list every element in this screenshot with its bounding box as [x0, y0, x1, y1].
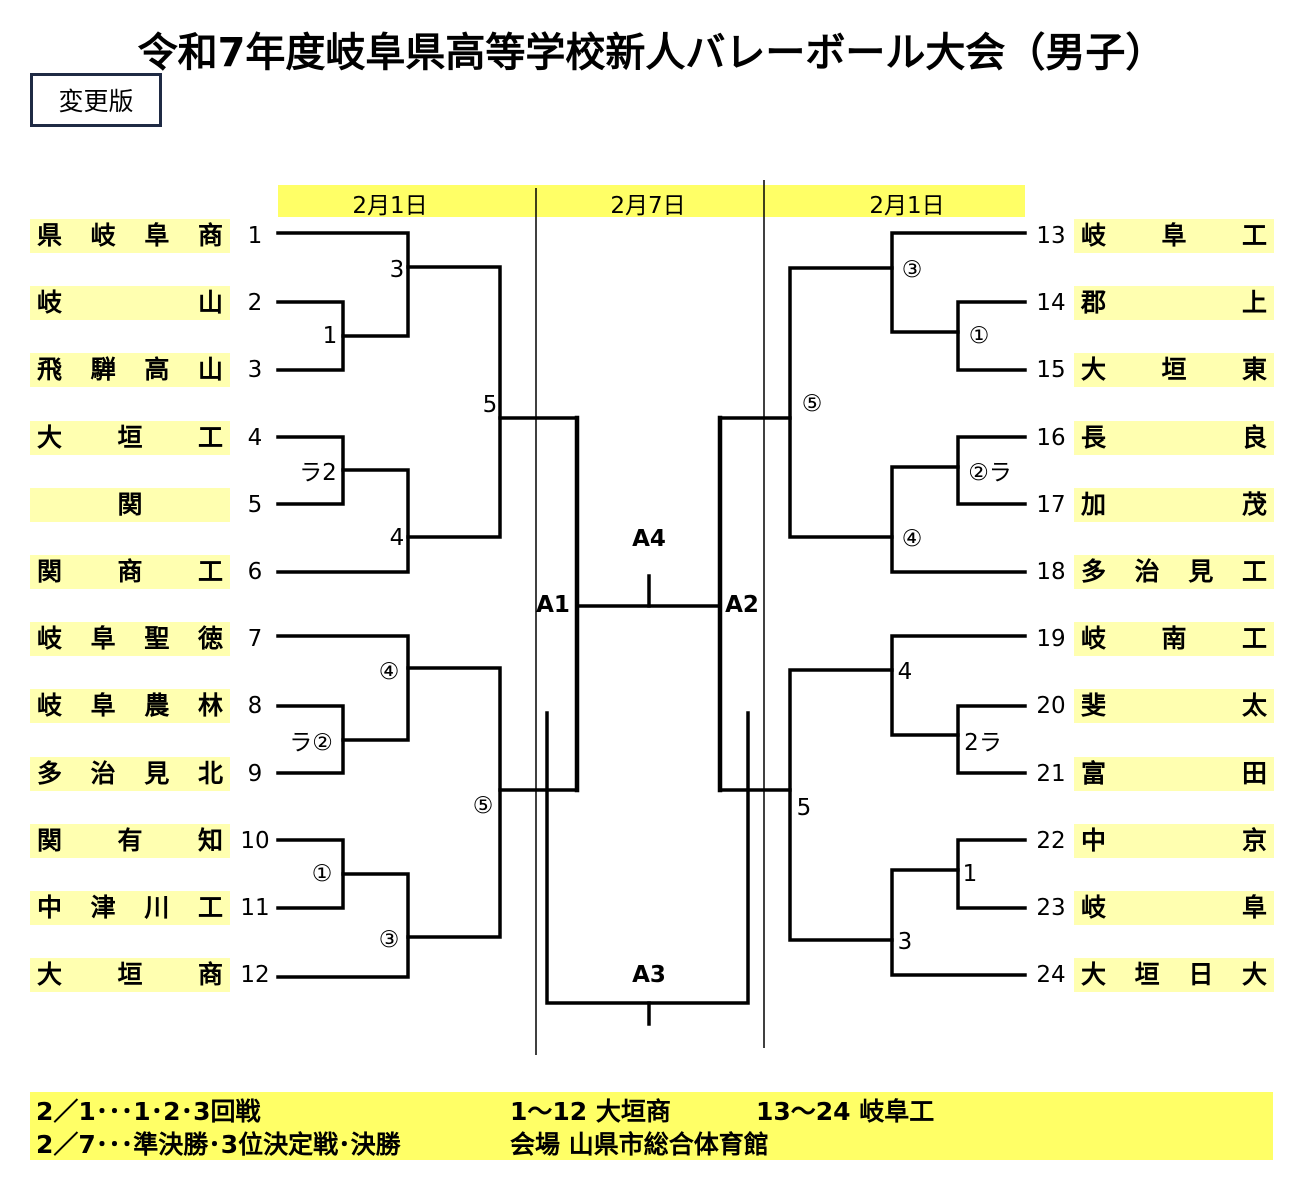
team-seed-number: 24: [1036, 962, 1066, 989]
team-seed-number: 13: [1036, 223, 1066, 249]
match-label: ⑤: [472, 793, 494, 819]
team-name: 長良: [1074, 420, 1274, 455]
team-name: 中京: [1074, 823, 1274, 858]
team-seed-number: 15: [1036, 357, 1066, 384]
team-seed-number: 22: [1036, 827, 1066, 854]
team-name: 大垣東: [1074, 353, 1274, 388]
team-seed-number: 21: [1036, 760, 1066, 787]
page-title: 令和7年度岐阜県高等学校新人バレーボール大会（男子）: [137, 30, 1166, 76]
date-left: 2月1日: [352, 193, 428, 219]
team-name: 中津川工: [30, 891, 230, 925]
match-label: ④: [901, 526, 923, 552]
date-center: 2月7日: [610, 193, 686, 219]
match-label: 5: [482, 392, 498, 418]
team-seed-number: 20: [1036, 693, 1066, 720]
match-label-a4: A4: [632, 526, 666, 552]
team-seed-number: 18: [1036, 559, 1066, 585]
match-label: ①: [968, 323, 990, 349]
date-right: 2月1日: [869, 193, 945, 219]
team-seed-number: 8: [247, 693, 263, 720]
footer-schedule-day1: 2／1･･･1･2･3回戦: [36, 1097, 261, 1126]
match-label: ②ラ: [968, 460, 1012, 486]
team-name: 関商工: [30, 555, 230, 589]
footer-venue-left: 1～12 大垣商: [510, 1097, 671, 1126]
match-label: ④: [378, 659, 400, 685]
team-name: 岐阜工: [1074, 219, 1274, 253]
match-label: 4: [389, 525, 405, 551]
date-header-bar: [278, 185, 1025, 217]
footer-notes: 2／1･･･1･2･3回戦 1～12 大垣商 13～24 岐阜工 2／7･･･準…: [30, 1092, 1273, 1160]
footer-venue-right: 13～24 岐阜工: [756, 1097, 935, 1126]
team-name: 富田: [1074, 756, 1274, 791]
match-label: 3: [389, 257, 405, 283]
footer-schedule-day2: 2／7･･･準決勝･3位決定戦･決勝: [36, 1130, 401, 1159]
team-seed-number: 1: [247, 223, 263, 249]
team-seed-number: 23: [1036, 895, 1066, 921]
team-seed-number: 5: [247, 491, 263, 518]
team-seed-number: 14: [1036, 290, 1066, 317]
team-name: 多治見工: [1074, 555, 1274, 589]
match-label: ①: [311, 861, 333, 887]
match-label: ラ2: [299, 460, 337, 486]
match-label: ⑤: [801, 391, 823, 417]
team-name: 岐山: [30, 286, 230, 321]
team-name: 多治見北: [30, 756, 230, 791]
footer-final-venue: 会場 山県市総合体育館: [510, 1130, 769, 1159]
team-seed-number: 19: [1036, 626, 1066, 653]
team-name: 大垣商: [30, 958, 230, 993]
team-seed-number: 9: [247, 760, 263, 787]
match-label: 5: [796, 795, 812, 821]
team-seed-number: 3: [247, 357, 263, 384]
team-name: 岐阜聖徳: [30, 622, 230, 657]
team-seed-number: 10: [240, 827, 270, 854]
team-name: 関有知: [30, 823, 230, 858]
team-name: 加茂: [1074, 487, 1274, 522]
match-label-a3: A3: [632, 962, 666, 988]
match-label: 3: [897, 929, 913, 955]
match-label: 2ラ: [964, 730, 1002, 756]
team-name: 大垣日大: [1074, 958, 1274, 993]
team-seed-number: 4: [247, 424, 263, 451]
match-label: 1: [962, 861, 978, 887]
team-name: 飛騨高山: [30, 353, 230, 388]
team-seed-number: 16: [1036, 424, 1066, 451]
match-label: ③: [901, 257, 923, 283]
match-label-a2: A2: [725, 592, 759, 618]
match-label-a1: A1: [536, 592, 570, 618]
team-seed-number: 12: [240, 962, 270, 989]
team-seed-number: 17: [1036, 491, 1066, 518]
team-name: 斐太: [1074, 689, 1274, 724]
revised-badge: 変更版: [30, 73, 162, 127]
match-label: 4: [897, 659, 913, 685]
team-name: 岐南工: [1074, 622, 1274, 657]
team-seed-number: 7: [247, 626, 263, 653]
team-name: 岐阜農林: [30, 689, 230, 724]
match-label: ③: [378, 927, 400, 953]
team-name: 大垣工: [30, 420, 230, 455]
team-seed-number: 6: [247, 559, 263, 585]
match-label: 1: [322, 323, 338, 349]
team-name: 郡上: [1074, 286, 1274, 321]
team-name: 岐阜: [1074, 891, 1274, 925]
team-name: 関: [30, 487, 230, 522]
match-label: ラ②: [289, 730, 333, 756]
team-name: 県岐阜商: [30, 219, 230, 253]
team-seed-number: 11: [240, 895, 270, 921]
team-seed-number: 2: [247, 290, 263, 317]
